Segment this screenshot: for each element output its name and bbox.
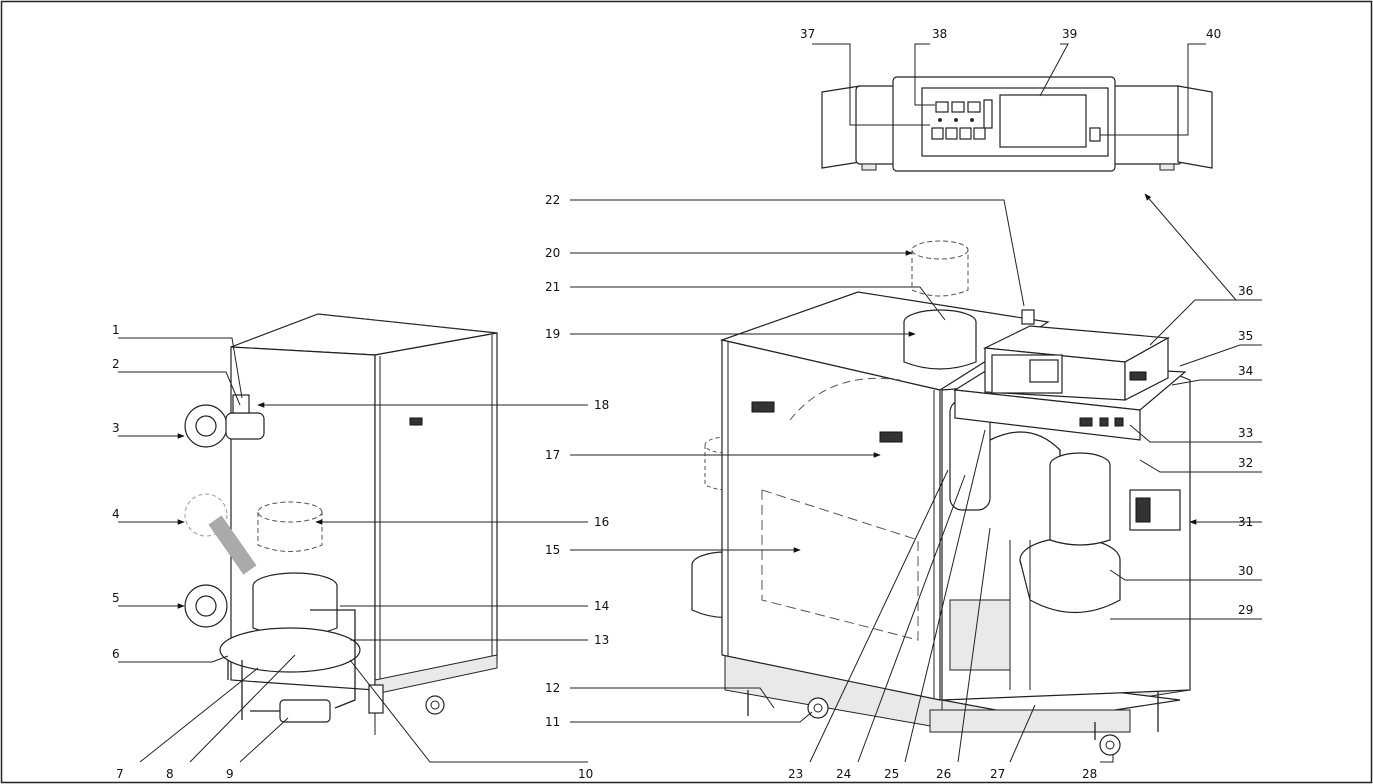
callout-39: 39 bbox=[1062, 27, 1077, 41]
callout-numbers: 1 2 3 4 5 6 7 8 9 10 11 12 13 14 15 16 1… bbox=[112, 27, 1253, 781]
callout-6: 6 bbox=[112, 647, 120, 661]
callout-7: 7 bbox=[116, 767, 124, 781]
callout-36: 36 bbox=[1238, 284, 1253, 298]
leader-lines bbox=[118, 43, 1262, 763]
callout-1: 1 bbox=[112, 323, 120, 337]
callout-5: 5 bbox=[112, 591, 120, 605]
right-boiler-unit bbox=[691, 240, 1191, 756]
callout-4: 4 bbox=[112, 507, 120, 521]
callout-24: 24 bbox=[836, 767, 851, 781]
callout-12: 12 bbox=[545, 681, 560, 695]
callout-34: 34 bbox=[1238, 364, 1253, 378]
left-boiler-unit bbox=[184, 313, 498, 735]
callout-11: 11 bbox=[545, 715, 560, 729]
callout-17: 17 bbox=[545, 448, 560, 462]
callout-28: 28 bbox=[1082, 767, 1097, 781]
callout-15: 15 bbox=[545, 543, 560, 557]
callout-38: 38 bbox=[932, 27, 947, 41]
callout-31: 31 bbox=[1238, 515, 1253, 529]
callout-10: 10 bbox=[578, 767, 593, 781]
callout-32: 32 bbox=[1238, 456, 1253, 470]
callout-30: 30 bbox=[1238, 564, 1253, 578]
callout-37: 37 bbox=[800, 27, 815, 41]
callout-8: 8 bbox=[166, 767, 174, 781]
callout-13: 13 bbox=[594, 633, 609, 647]
callout-9: 9 bbox=[226, 767, 234, 781]
callout-14: 14 bbox=[594, 599, 609, 613]
callout-40: 40 bbox=[1206, 27, 1221, 41]
callout-2: 2 bbox=[112, 357, 120, 371]
callout-20: 20 bbox=[545, 246, 560, 260]
callout-16: 16 bbox=[594, 515, 609, 529]
callout-27: 27 bbox=[990, 767, 1005, 781]
callout-33: 33 bbox=[1238, 426, 1253, 440]
callout-19: 19 bbox=[545, 327, 560, 341]
callout-21: 21 bbox=[545, 280, 560, 294]
callout-26: 26 bbox=[936, 767, 951, 781]
callout-18: 18 bbox=[594, 398, 609, 412]
control-panel-detail bbox=[821, 76, 1213, 172]
callout-29: 29 bbox=[1238, 603, 1253, 617]
callout-22: 22 bbox=[545, 193, 560, 207]
callout-35: 35 bbox=[1238, 329, 1253, 343]
callout-23: 23 bbox=[788, 767, 803, 781]
callout-25: 25 bbox=[884, 767, 899, 781]
callout-3: 3 bbox=[112, 421, 120, 435]
